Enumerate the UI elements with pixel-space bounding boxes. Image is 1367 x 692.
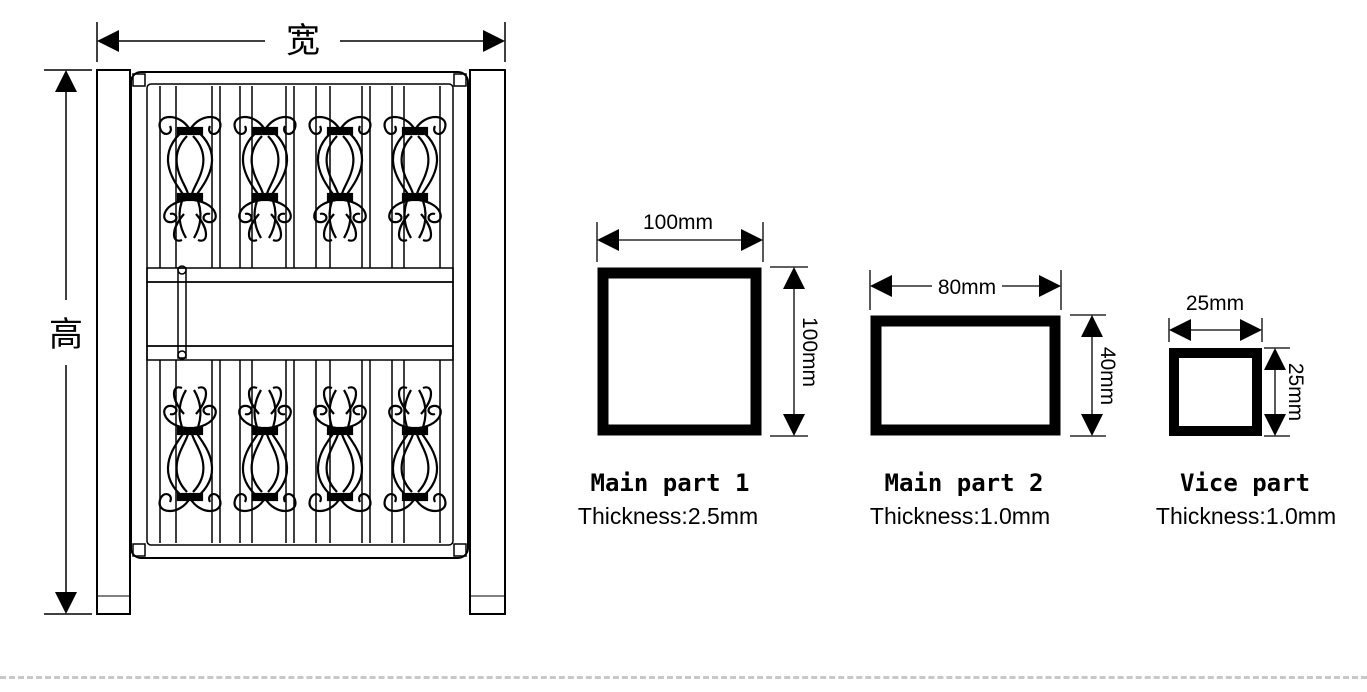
gate-ornaments bbox=[158, 115, 447, 513]
gate-latch bbox=[177, 267, 187, 359]
profile-main-part-1: 100mm 100mm Main part 1 Thickness:2.5mm bbox=[578, 211, 821, 529]
gate-width-label: 宽 bbox=[286, 22, 320, 60]
scroll-ornament bbox=[308, 386, 372, 513]
scroll-ornament bbox=[158, 115, 222, 242]
gate-post-right bbox=[469, 69, 506, 615]
profile-1-name: Main part 1 bbox=[591, 469, 750, 497]
profile-3-width-label: 25mm bbox=[1186, 292, 1244, 315]
page-divider bbox=[0, 676, 1367, 679]
profile-3-height-label: 25mm bbox=[1284, 363, 1307, 421]
gate-drawing bbox=[44, 22, 506, 615]
scroll-ornament bbox=[383, 115, 447, 242]
profile-1-height-label: 100mm bbox=[798, 317, 821, 387]
profile-vice-part: 25mm 25mm Vice part Thickness:1.0mm bbox=[1156, 292, 1336, 529]
scroll-ornament bbox=[233, 386, 297, 513]
scroll-ornament bbox=[158, 386, 222, 513]
scroll-ornament bbox=[233, 115, 297, 242]
profile-1-width-label: 100mm bbox=[643, 211, 713, 234]
gate-height-label: 高 bbox=[49, 316, 83, 354]
gate-pickets bbox=[159, 86, 441, 543]
profile-2-height-label: 40mm bbox=[1096, 347, 1119, 405]
gate-frame-outer bbox=[130, 71, 469, 559]
profile-2-tube bbox=[870, 315, 1061, 436]
profile-2-thickness: Thickness:1.0mm bbox=[870, 503, 1050, 529]
profile-3-name: Vice part bbox=[1180, 469, 1310, 497]
gate-post-left bbox=[96, 69, 131, 615]
profile-1-tube bbox=[597, 267, 762, 436]
gate-frame-inner bbox=[146, 83, 454, 546]
gate-middle-rail bbox=[146, 267, 454, 283]
scroll-ornament bbox=[308, 115, 372, 242]
profile-3-thickness: Thickness:1.0mm bbox=[1156, 503, 1336, 529]
profile-1-thickness: Thickness:2.5mm bbox=[578, 503, 758, 529]
scroll-ornament bbox=[383, 386, 447, 513]
profile-main-part-2: 80mm 40mm Main part 2 Thickness:1.0mm bbox=[869, 270, 1119, 529]
profile-2-width-label: 80mm bbox=[938, 276, 996, 299]
profile-2-name: Main part 2 bbox=[885, 469, 1044, 497]
profile-3-tube bbox=[1169, 348, 1262, 436]
